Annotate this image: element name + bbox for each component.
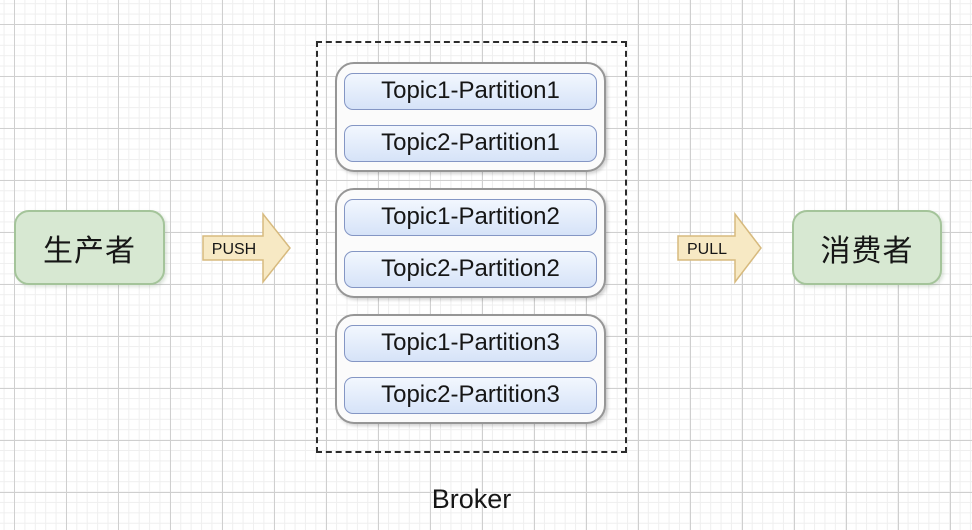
producer-label: 生产者 bbox=[43, 234, 136, 268]
consumer-label: 消费者 bbox=[820, 234, 914, 268]
partition-topic2-partition1: Topic2-Partition1 bbox=[344, 124, 597, 162]
broker-node-group-3: Topic1-Partition3 Topic2-Partition3 bbox=[335, 314, 606, 424]
pull-arrow-shape bbox=[677, 211, 762, 285]
pull-arrow-label: PULL bbox=[687, 241, 727, 258]
push-arrow: PUSH bbox=[202, 211, 291, 285]
broker-node-group-1: Topic1-Partition1 Topic2-Partition1 bbox=[335, 62, 606, 172]
broker-node-group-2: Topic1-Partition2 Topic2-Partition2 bbox=[335, 188, 606, 298]
pull-arrow: PULL bbox=[677, 211, 762, 285]
broker-boundary: Topic1-Partition1 Topic2-Partition1 Topi… bbox=[316, 41, 627, 453]
broker-label: Broker bbox=[431, 484, 512, 514]
partition-topic2-partition2: Topic2-Partition2 bbox=[344, 250, 597, 288]
push-arrow-label: PUSH bbox=[212, 241, 256, 258]
partition-topic2-partition3: Topic2-Partition3 bbox=[344, 376, 597, 414]
producer-node: 生产者 bbox=[14, 210, 165, 285]
partition-topic1-partition2: Topic1-Partition2 bbox=[344, 198, 597, 236]
push-arrow-shape bbox=[202, 211, 291, 285]
partition-topic1-partition3: Topic1-Partition3 bbox=[344, 324, 597, 362]
partition-topic1-partition1: Topic1-Partition1 bbox=[344, 72, 597, 110]
consumer-node: 消费者 bbox=[792, 210, 942, 285]
